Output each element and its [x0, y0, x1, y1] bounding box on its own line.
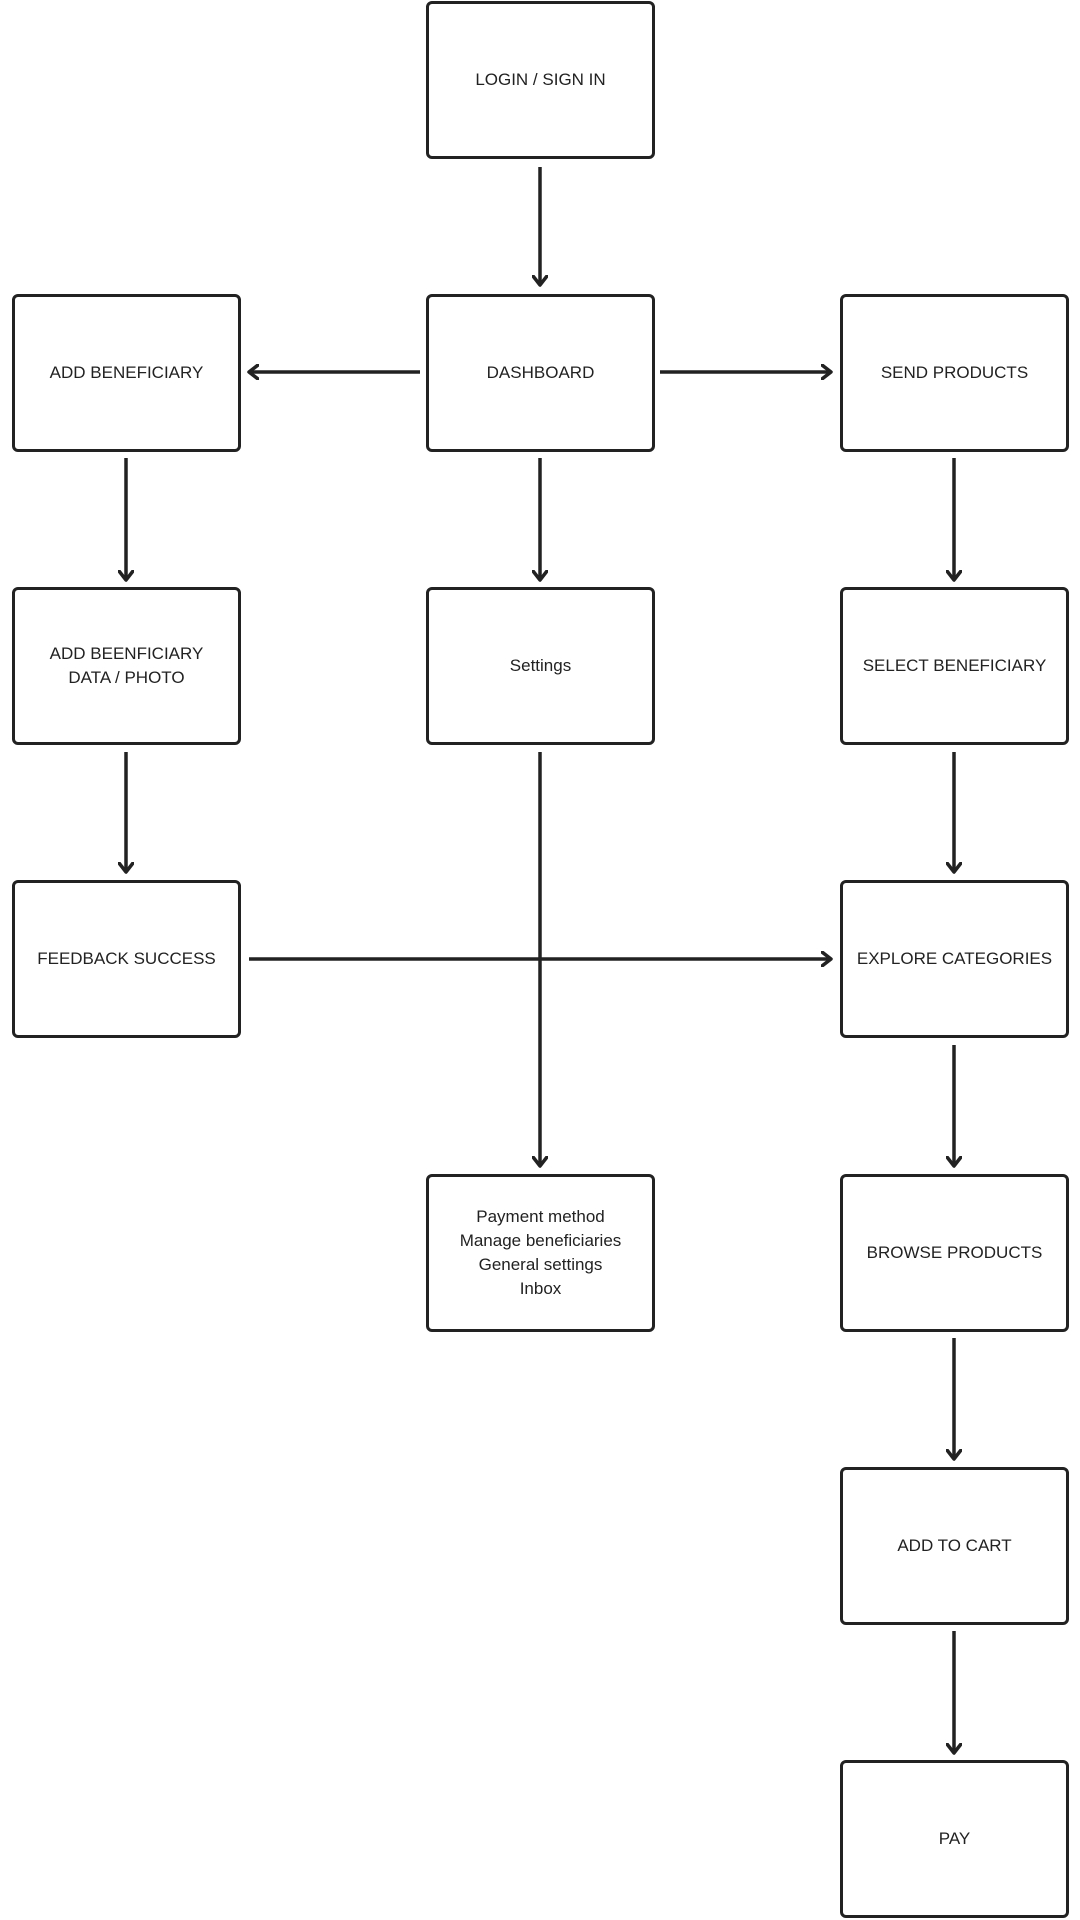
- node-explore-categories: EXPLORE CATEGORIES: [840, 880, 1069, 1038]
- node-browse-products: BROWSE PRODUCTS: [840, 1174, 1069, 1332]
- node-settings-options: Payment method Manage beneficiaries Gene…: [426, 1174, 655, 1332]
- node-feedback-success: FEEDBACK SUCCESS: [12, 880, 241, 1038]
- node-label: DASHBOARD: [486, 363, 595, 382]
- node-label: PAY: [938, 1829, 971, 1848]
- option-general-settings: General settings: [478, 1255, 603, 1274]
- node-label: SEND PRODUCTS: [880, 363, 1029, 382]
- node-select-beneficiary: SELECT BENEFICIARY: [840, 587, 1069, 745]
- node-login: LOGIN / SIGN IN: [426, 1, 655, 159]
- node-label: ADD BENEFICIARY: [49, 363, 204, 382]
- node-add-beneficiary: ADD BENEFICIARY: [12, 294, 241, 452]
- node-add-beneficiary-data: ADD BEENFICIARY DATA / PHOTO: [12, 587, 241, 745]
- option-manage-beneficiaries: Manage beneficiaries: [459, 1231, 622, 1250]
- node-label: LOGIN / SIGN IN: [475, 70, 606, 89]
- node-label: ADD TO CART: [897, 1536, 1012, 1555]
- node-label: ADD BEENFICIARY DATA / PHOTO: [49, 644, 204, 687]
- node-label: Settings: [509, 656, 572, 675]
- node-label: FEEDBACK SUCCESS: [37, 949, 216, 968]
- node-label: BROWSE PRODUCTS: [866, 1243, 1043, 1262]
- node-add-to-cart: ADD TO CART: [840, 1467, 1069, 1625]
- node-settings: Settings: [426, 587, 655, 745]
- node-label: EXPLORE CATEGORIES: [856, 949, 1053, 968]
- node-pay: PAY: [840, 1760, 1069, 1918]
- node-label: SELECT BENEFICIARY: [862, 656, 1047, 675]
- node-dashboard: DASHBOARD: [426, 294, 655, 452]
- option-payment-method: Payment method: [476, 1207, 605, 1226]
- option-inbox: Inbox: [519, 1279, 562, 1298]
- node-send-products: SEND PRODUCTS: [840, 294, 1069, 452]
